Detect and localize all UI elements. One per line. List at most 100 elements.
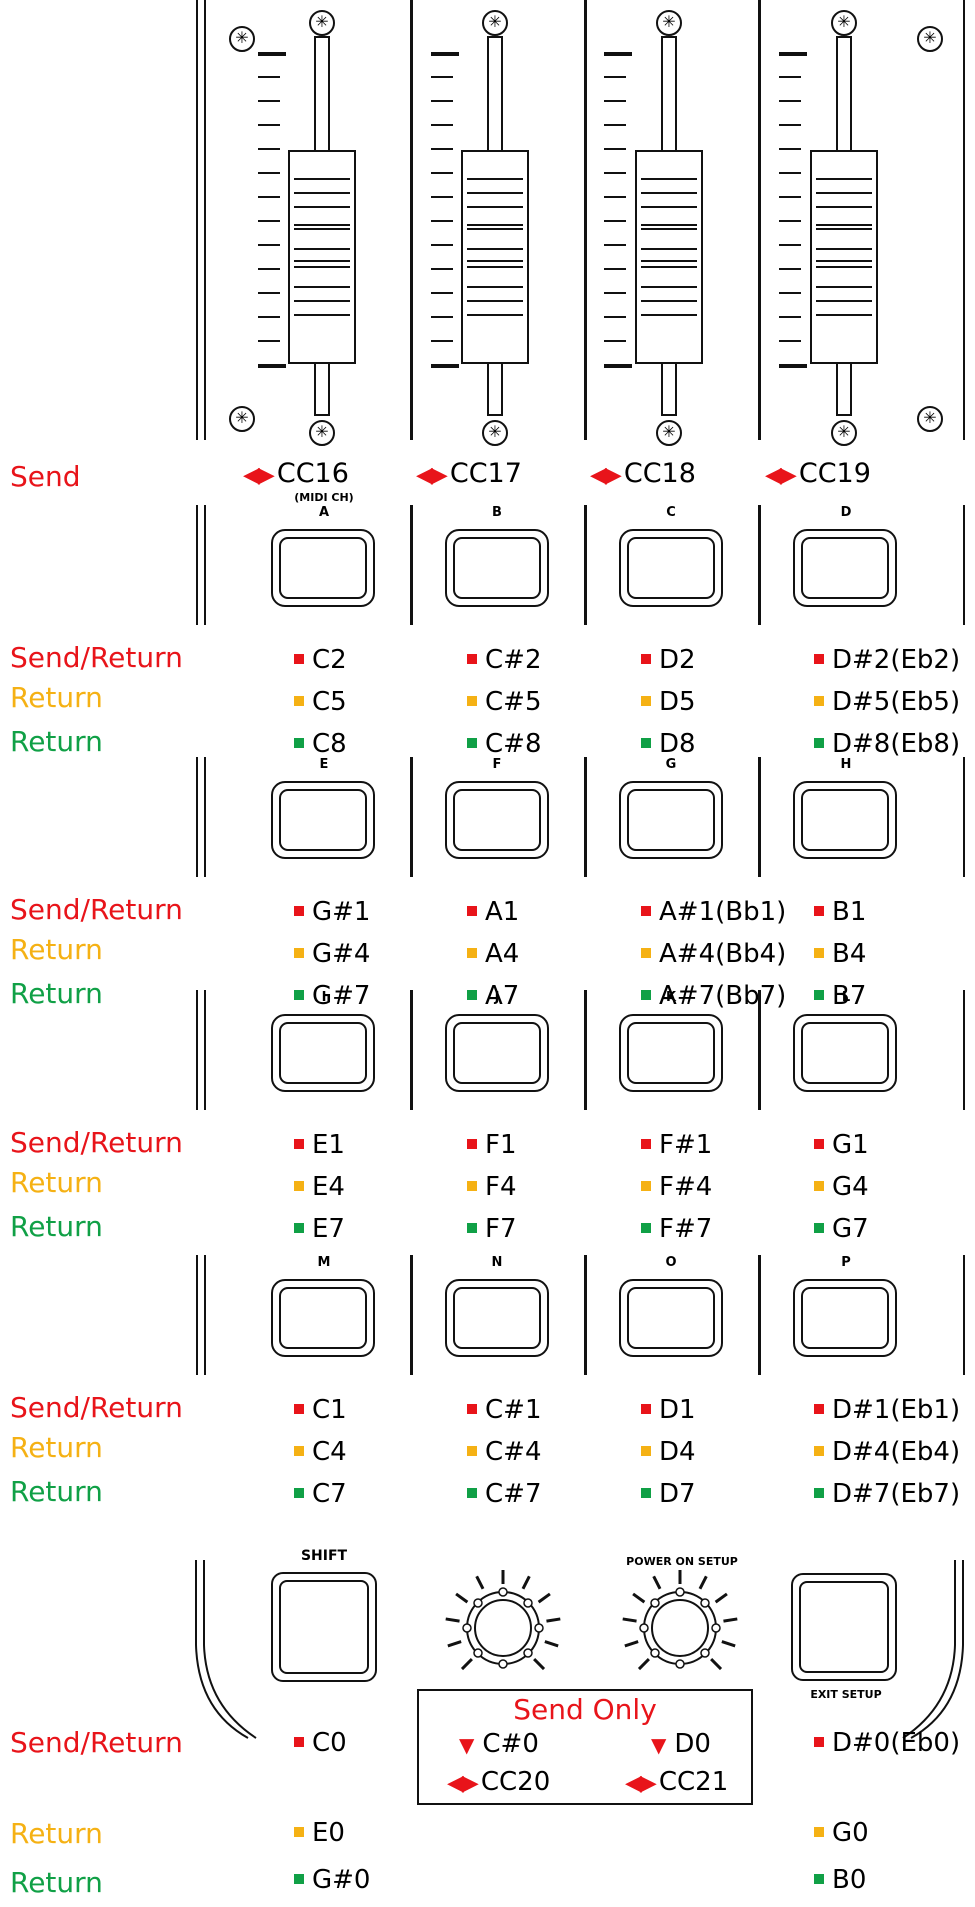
screw-icon: ✳ bbox=[309, 420, 335, 446]
note-green-l: G7 bbox=[814, 1214, 869, 1244]
note-red-b: C#2 bbox=[467, 645, 541, 675]
fader-tick bbox=[258, 364, 286, 368]
divider bbox=[758, 990, 761, 1110]
bottom-return-label-1: Return bbox=[10, 1817, 103, 1850]
fader-tick bbox=[779, 244, 801, 246]
fader-tick bbox=[431, 244, 453, 246]
knob-2[interactable] bbox=[620, 1568, 740, 1688]
screw-icon: ✳ bbox=[831, 10, 857, 36]
shift-button[interactable] bbox=[271, 1572, 377, 1682]
note-red-k: F#1 bbox=[641, 1130, 712, 1160]
fader-tick bbox=[431, 52, 459, 56]
pad-h[interactable] bbox=[793, 781, 897, 859]
power-on-setup-label: POWER ON SETUP bbox=[626, 1555, 738, 1568]
fader-tick bbox=[604, 316, 626, 318]
note-red-g: A#1(Bb1) bbox=[641, 897, 786, 927]
divider bbox=[196, 1255, 198, 1375]
fader-tick bbox=[604, 268, 626, 270]
fader-cap[interactable] bbox=[810, 150, 878, 364]
fader-tick bbox=[779, 52, 807, 56]
fader-tick bbox=[604, 340, 626, 342]
pad-i[interactable] bbox=[271, 1014, 375, 1092]
fader-tick bbox=[431, 220, 453, 222]
pad-k[interactable] bbox=[619, 1014, 723, 1092]
pad-label-j: J bbox=[494, 990, 500, 1005]
fader-tick bbox=[604, 76, 626, 78]
pad-j[interactable] bbox=[445, 1014, 549, 1092]
row-4-red-label: Send/Return bbox=[10, 1391, 183, 1424]
divider bbox=[963, 1255, 965, 1375]
bottom-return-label-2: Return bbox=[10, 1866, 103, 1899]
fader-tick bbox=[431, 148, 453, 150]
note-green-m: C7 bbox=[294, 1479, 347, 1509]
fader-tick bbox=[604, 172, 626, 174]
note-red-d: D#2(Eb2) bbox=[814, 645, 960, 675]
screw-icon: ✳ bbox=[309, 10, 335, 36]
divider bbox=[584, 757, 587, 877]
knob1-cc: ◀▶CC20 bbox=[447, 1767, 551, 1797]
exit-setup-button[interactable] bbox=[791, 1573, 897, 1681]
shift-green-note: G#0 bbox=[294, 1865, 370, 1895]
divider bbox=[758, 0, 761, 440]
pad-m[interactable] bbox=[271, 1279, 375, 1357]
note-orange-b: C#5 bbox=[467, 687, 541, 717]
fader-tick bbox=[258, 268, 280, 270]
fader-cap[interactable] bbox=[635, 150, 703, 364]
row-2-orange-label: Return bbox=[10, 933, 103, 966]
knob-1[interactable] bbox=[443, 1568, 563, 1688]
cc-label-3: ◀▶CC18 bbox=[590, 458, 696, 489]
pad-b[interactable] bbox=[445, 529, 549, 607]
divider bbox=[758, 1255, 761, 1375]
pad-f[interactable] bbox=[445, 781, 549, 859]
pad-a[interactable] bbox=[271, 529, 375, 607]
fader-cap[interactable] bbox=[461, 150, 529, 364]
exit-orange-note: G0 bbox=[814, 1818, 869, 1848]
row-2-red-label: Send/Return bbox=[10, 893, 183, 926]
pad-label-b: B bbox=[492, 505, 502, 520]
note-green-i: E7 bbox=[294, 1214, 345, 1244]
fader-tick bbox=[258, 196, 280, 198]
divider bbox=[410, 505, 413, 625]
shift-label: SHIFT bbox=[300, 1548, 348, 1564]
note-red-h: B1 bbox=[814, 897, 866, 927]
screw-icon: ✳ bbox=[917, 406, 943, 432]
note-orange-m: C4 bbox=[294, 1437, 347, 1467]
pad-label-e: E bbox=[319, 757, 329, 772]
divider bbox=[963, 757, 965, 877]
pad-e[interactable] bbox=[271, 781, 375, 859]
fader-tick bbox=[779, 76, 801, 78]
fader-tick bbox=[779, 292, 801, 294]
note-green-c: D8 bbox=[641, 729, 696, 759]
divider bbox=[963, 505, 965, 625]
row-1-green-label: Return bbox=[10, 725, 103, 758]
exit-green-note: B0 bbox=[814, 1865, 866, 1895]
panel-edge bbox=[204, 0, 206, 440]
screw-icon: ✳ bbox=[229, 26, 255, 52]
pad-g[interactable] bbox=[619, 781, 723, 859]
fader-cap[interactable] bbox=[288, 150, 356, 364]
divider bbox=[410, 757, 413, 877]
pad-l[interactable] bbox=[793, 1014, 897, 1092]
fader-tick bbox=[779, 316, 801, 318]
fader-tick bbox=[431, 292, 453, 294]
note-orange-g: A#4(Bb4) bbox=[641, 939, 786, 969]
shift-orange-note: E0 bbox=[294, 1818, 345, 1848]
row-2-green-label: Return bbox=[10, 977, 103, 1010]
pad-p[interactable] bbox=[793, 1279, 897, 1357]
pad-d[interactable] bbox=[793, 529, 897, 607]
divider bbox=[584, 505, 587, 625]
note-green-e: G#7 bbox=[294, 981, 370, 1011]
note-red-j: F1 bbox=[467, 1130, 517, 1160]
fader-tick bbox=[431, 196, 453, 198]
pad-c[interactable] bbox=[619, 529, 723, 607]
pad-o[interactable] bbox=[619, 1279, 723, 1357]
fader-tick bbox=[779, 124, 801, 126]
note-orange-l: G4 bbox=[814, 1172, 869, 1202]
pad-n[interactable] bbox=[445, 1279, 549, 1357]
knob1-note: ▼C#0 bbox=[459, 1729, 539, 1759]
screw-icon: ✳ bbox=[656, 420, 682, 446]
screw-icon: ✳ bbox=[229, 406, 255, 432]
pad-label-n: N bbox=[491, 1255, 503, 1270]
send-only-box: Send Only ▼C#0 ▼D0 ◀▶CC20 ◀▶CC21 bbox=[417, 1689, 753, 1805]
divider bbox=[758, 505, 761, 625]
